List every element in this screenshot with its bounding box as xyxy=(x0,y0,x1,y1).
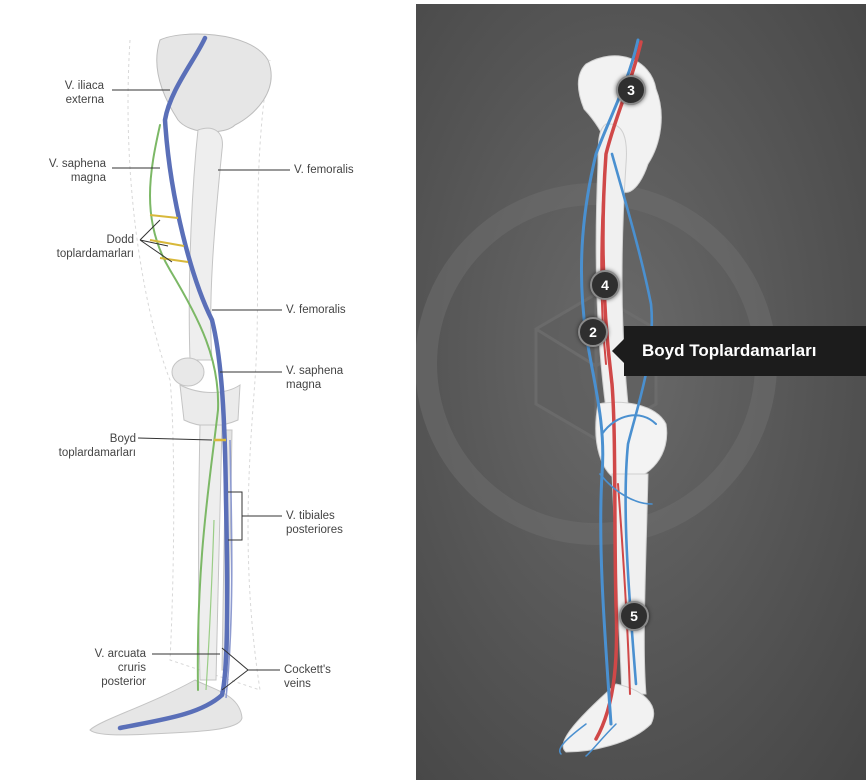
label-saphena-magna-lower: V. saphena magna xyxy=(286,364,386,392)
left-anatomy-diagram: V. iliaca externa V. saphena magna V. fe… xyxy=(0,0,412,780)
label-femoralis-upper: V. femoralis xyxy=(294,163,394,177)
marker-2[interactable]: 2 xyxy=(578,317,608,347)
label-iliaca-externa: V. iliaca externa xyxy=(42,79,104,107)
3d-knee xyxy=(596,402,667,482)
viewer-scene xyxy=(416,4,866,780)
femur-bone xyxy=(189,128,222,360)
dodd-perforator-1 xyxy=(150,215,178,218)
label-dodd: Dodd toplardamarları xyxy=(10,233,134,261)
boyd-tooltip: Boyd Toplardamarları xyxy=(624,326,866,376)
pelvis-bone xyxy=(157,34,271,132)
label-arcuata-cruris: V. arcuata cruris posterior xyxy=(50,647,146,689)
label-saphena-magna-upper: V. saphena magna xyxy=(34,157,106,185)
marker-5[interactable]: 5 xyxy=(619,601,649,631)
label-boyd: Boyd toplardamarları xyxy=(10,432,136,460)
knee-joint xyxy=(180,385,240,426)
marker-3[interactable]: 3 xyxy=(616,75,646,105)
label-cocketts-veins: Cockett's veins xyxy=(284,663,384,691)
marker-4[interactable]: 4 xyxy=(590,270,620,300)
patella-bone xyxy=(172,358,204,386)
3d-anatomy-viewer[interactable]: 3 4 2 5 xyxy=(416,4,866,780)
label-femoralis-lower: V. femoralis xyxy=(286,303,386,317)
label-tibiales-posteriores: V. tibiales posteriores xyxy=(286,509,386,537)
